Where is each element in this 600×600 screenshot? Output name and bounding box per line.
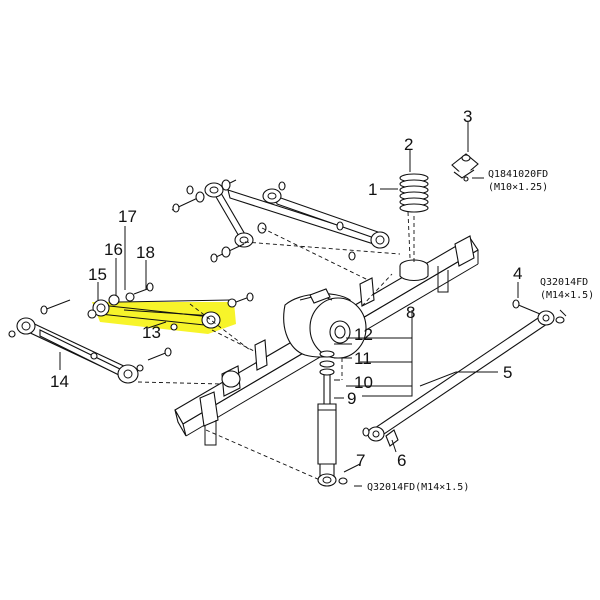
callout-12: 12 bbox=[354, 325, 373, 344]
coil-spring bbox=[399, 173, 429, 213]
alignment-dashes bbox=[137, 211, 415, 481]
callout-2: 2 bbox=[404, 135, 413, 154]
code-q32014-bottom: Q32014FD(M14×1.5) bbox=[367, 482, 469, 493]
callout-7: 7 bbox=[356, 451, 365, 470]
code-q1841020-spec: (M10×1.25) bbox=[488, 182, 548, 193]
lateral-rod bbox=[362, 299, 565, 447]
callout-14: 14 bbox=[50, 372, 69, 391]
code-q32014-top-name: Q32014FD bbox=[540, 277, 588, 288]
bump-stop bbox=[451, 153, 479, 182]
callout-5: 5 bbox=[503, 363, 512, 382]
callout-9: 9 bbox=[347, 389, 356, 408]
callout-8: 8 bbox=[406, 303, 415, 322]
callout-18: 18 bbox=[136, 243, 155, 262]
callout-3: 3 bbox=[463, 107, 472, 126]
callout-17: 17 bbox=[118, 207, 137, 226]
callout-4: 4 bbox=[513, 264, 522, 283]
axle-mount-brackets bbox=[221, 259, 429, 397]
callout-16: 16 bbox=[104, 240, 123, 259]
part-codes: Q1841020FD (M10×1.25) Q32014FD (M14×1.5)… bbox=[367, 169, 594, 493]
code-q1841020-name: Q1841020FD bbox=[488, 169, 548, 180]
callout-13: 13 bbox=[142, 323, 161, 342]
callout-labels: 1 2 3 4 5 6 7 8 9 10 11 12 13 14 15 16 1… bbox=[50, 107, 522, 470]
differential-housing bbox=[283, 288, 367, 359]
callout-11: 11 bbox=[354, 349, 372, 368]
callout-1: 1 bbox=[368, 180, 377, 199]
lower-trailing-arm bbox=[8, 299, 172, 384]
callout-15: 15 bbox=[88, 265, 107, 284]
upper-control-arms bbox=[171, 179, 390, 263]
callout-6: 6 bbox=[397, 451, 406, 470]
shock-absorber bbox=[317, 350, 348, 487]
highlighted-control-arm bbox=[87, 282, 254, 334]
leader-lines bbox=[59, 122, 567, 487]
code-q32014-top-spec: (M14×1.5) bbox=[540, 290, 594, 301]
callout-10: 10 bbox=[354, 373, 373, 392]
